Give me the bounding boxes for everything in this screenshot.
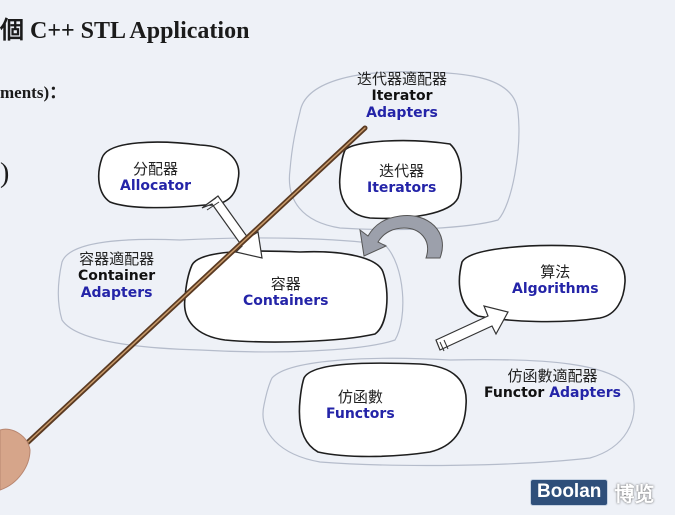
functor-adapters-en2: Adapters [549, 385, 621, 401]
container-adapters-zh: 容器適配器 [78, 250, 155, 268]
algorithms-zh: 算法 [512, 263, 599, 281]
boolan-logo: Boolan 博览 [530, 478, 654, 507]
iterators-curved-arrow [360, 215, 442, 258]
containers-label: 容器 Containers [243, 275, 329, 310]
iterators-en: Iterators [367, 180, 436, 197]
boolan-logo-text: Boolan [530, 479, 608, 506]
functor-adapters-en1: Functor [484, 385, 544, 401]
container-adapters-label: 容器適配器 Container Adapters [78, 250, 155, 302]
functors-label: 仿函數 Functors [326, 388, 395, 423]
iterator-adapters-en1: Iterator [357, 88, 447, 105]
functors-en: Functors [326, 406, 395, 423]
allocator-label: 分配器 Allocator [120, 160, 191, 195]
iterator-adapters-zh: 迭代器適配器 [357, 70, 447, 88]
algorithms-label: 算法 Algorithms [512, 263, 599, 298]
container-adapters-en1: Container [78, 268, 155, 285]
presenter-hand [0, 429, 30, 490]
containers-zh: 容器 [243, 275, 329, 293]
functors-zh: 仿函數 [326, 388, 395, 406]
algorithms-en: Algorithms [512, 281, 599, 298]
functor-adapters-label: 仿函數適配器 Functor Adapters [484, 367, 621, 402]
container-adapters-en2: Adapters [78, 285, 155, 302]
iterators-label: 迭代器 Iterators [367, 162, 436, 197]
boolan-logo-zh: 博览 [614, 478, 654, 507]
containers-en: Containers [243, 293, 329, 310]
iterator-adapters-label: 迭代器適配器 Iterator Adapters [357, 70, 447, 122]
allocator-en: Allocator [120, 178, 191, 195]
iterators-zh: 迭代器 [367, 162, 436, 180]
allocator-zh: 分配器 [120, 160, 191, 178]
functor-adapters-zh: 仿函數適配器 [484, 367, 621, 385]
iterator-adapters-en2: Adapters [357, 105, 447, 122]
